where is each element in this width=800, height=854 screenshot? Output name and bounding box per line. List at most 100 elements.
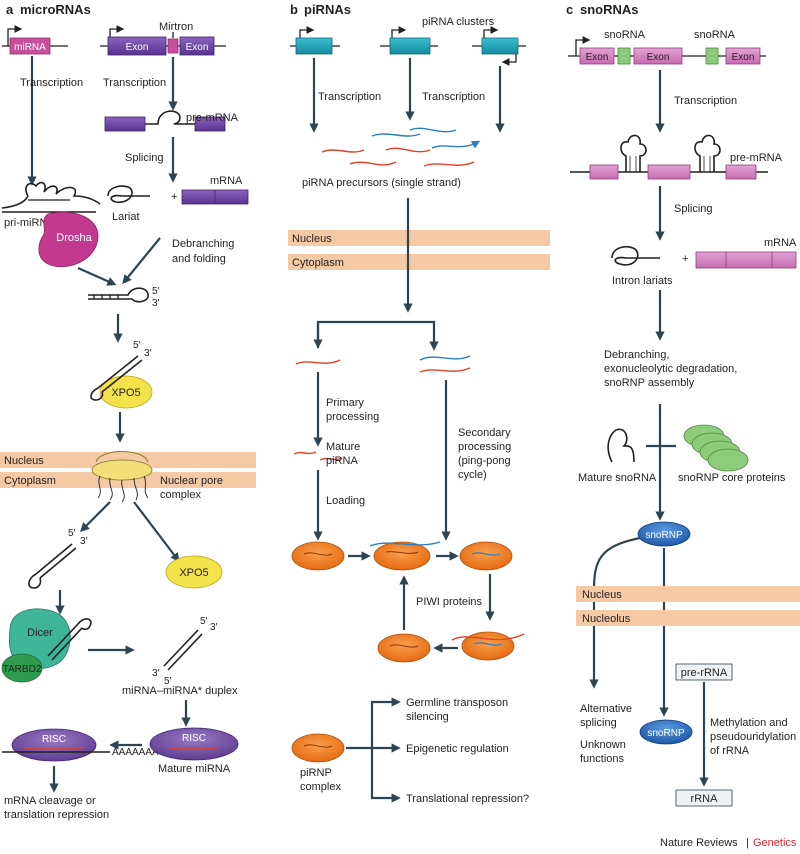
xpo5-label-2: XPO5 <box>179 567 208 579</box>
nucleus-label-b: Nucleus <box>292 233 332 245</box>
splicing-label-c: Splicing <box>674 203 713 215</box>
journal-separator: | <box>746 837 749 849</box>
three-prime-a2: 3′ <box>144 348 152 359</box>
transcription-label-a2: Transcription <box>103 77 166 89</box>
risc-target: RISC AAAAAAA <box>2 728 159 762</box>
nuclear-pore: Nuclear pore complex <box>91 451 223 503</box>
pre-mrna-a: pre-mRNA <box>104 110 239 132</box>
intron-lariats: Intron lariats + <box>611 245 688 287</box>
snornp-1: snoRNP <box>637 521 691 547</box>
pirnp-label-2: complex <box>300 781 341 793</box>
plus-a: + <box>171 191 177 203</box>
piwi-protein-3 <box>459 541 513 571</box>
debranching-label-c1: Debranching, <box>604 349 669 361</box>
debranching-label-a: Debranching <box>172 238 234 250</box>
panel-a: a microRNAs miRNA Transcription Exon Exo… <box>0 2 256 821</box>
panel-c-letter: c <box>566 2 573 17</box>
sno-exon-label-2: Exon <box>647 52 670 63</box>
lariat-label: Lariat <box>112 211 140 223</box>
duplex-label: miRNA–miRNA* duplex <box>122 685 238 697</box>
mrna-label-c: mRNA <box>764 237 797 249</box>
snornp-2: snoRNP <box>639 719 693 745</box>
dicer-label: Dicer <box>27 627 53 639</box>
piwi-protein-4 <box>451 631 525 661</box>
mrna-c: mRNA <box>695 237 797 269</box>
pre-mrna-label-c: pre-mRNA <box>730 152 783 164</box>
piwi-protein-2 <box>369 541 441 571</box>
drosha-label: Drosha <box>56 232 92 244</box>
arrow-a4 <box>77 266 117 286</box>
mature-pirna-label-1: Mature <box>326 441 360 453</box>
pre-mrna-label-a: pre-mRNA <box>186 112 239 124</box>
mature-risc: RISC Mature miRNA <box>149 727 239 775</box>
intron-lariats-label: Intron lariats <box>612 275 673 287</box>
duplex-five-bottom: 5′ <box>164 676 172 687</box>
mirtron-label: Mirtron <box>159 21 193 33</box>
piwi-protein-5 <box>377 633 431 663</box>
mature-snorna-label: Mature snoRNA <box>578 472 657 484</box>
duplex-three-top: 3′ <box>210 622 218 633</box>
polyA-label: AAAAAAA <box>112 747 159 758</box>
membrane-c: Nucleus Nucleolus <box>576 586 800 626</box>
snornp-core-proteins: snoRNP core proteins <box>678 424 786 484</box>
pirna-cluster-2 <box>380 26 438 55</box>
mirna-gene-label: miRNA <box>14 42 46 53</box>
function-label-1a: Germline transposon <box>406 697 508 709</box>
nucleus-label-a: Nucleus <box>4 455 44 467</box>
pri-mirna-label: pri-miRNA <box>4 217 55 229</box>
primary-label-1: Primary <box>326 397 364 409</box>
primary-label-2: processing <box>326 411 379 423</box>
arrow-a5 <box>122 237 161 285</box>
debranching-label-c3: snoRNP assembly <box>604 377 695 389</box>
function-label-3: Translational repression? <box>406 793 529 805</box>
panel-a-title: microRNAs <box>20 2 91 17</box>
loading-label: Loading <box>326 495 365 507</box>
mature-pirna: Mature piRNA <box>293 441 360 467</box>
mrna-a: mRNA <box>181 175 249 205</box>
secondary-label-3: (ping-pong <box>458 455 511 467</box>
three-prime-a3: 3′ <box>80 536 88 547</box>
sno-exon-label-1: Exon <box>586 52 609 63</box>
nucleus-label-c: Nucleus <box>582 589 622 601</box>
secondary-strands <box>419 355 471 373</box>
function-label-2: Epigenetic regulation <box>406 743 509 755</box>
rrna-box: rRNA <box>675 789 733 807</box>
snorna-gene-label-2: snoRNA <box>694 29 736 41</box>
mirtron-gene: Exon Exon Mirtron <box>100 21 226 56</box>
snorna-gene-label-1: snoRNA <box>604 29 646 41</box>
panel-b-title: piRNAs <box>304 2 351 17</box>
nuclear-pore-label-2: complex <box>160 489 201 501</box>
secondary-label-4: cycle) <box>458 469 487 481</box>
pri-mirna: pri-miRNA <box>1 181 101 229</box>
drosha: Drosha <box>38 211 99 268</box>
methylation-label-3: of rRNA <box>710 745 750 757</box>
primary-strands <box>295 359 341 365</box>
sno-gene: Exon Exon Exon snoRNA snoRNA <box>568 29 766 65</box>
duplex-three-bottom: 3′ <box>152 668 160 679</box>
plus-c: + <box>682 253 688 265</box>
five-prime-a2: 5′ <box>133 340 141 351</box>
risc-label-2: RISC <box>182 733 206 744</box>
pirna-cluster-3 <box>472 26 526 66</box>
journal-section: Genetics <box>753 837 797 849</box>
unknown-label-2: functions <box>580 753 625 765</box>
transcription-label-b1: Transcription <box>318 91 381 103</box>
dicer-complex: Dicer TARBD2 <box>1 608 92 683</box>
cytoplasm-label-a: Cytoplasm <box>4 475 56 487</box>
panel-b-letter: b <box>290 2 298 17</box>
journal-credit: Nature Reviews | Genetics <box>660 837 797 849</box>
xpo5-complex: XPO5 5′ 3′ <box>90 340 153 409</box>
panel-c-title: snoRNAs <box>580 2 639 17</box>
pirna-precursors <box>321 127 481 167</box>
panel-c: c snoRNAs Exon Exon Exon snoRNA snoRNA T… <box>566 2 800 807</box>
duplex-five-top: 5′ <box>200 616 208 627</box>
sno-exon-label-3: Exon <box>732 52 755 63</box>
transcription-label-b2: Transcription <box>422 91 485 103</box>
cytoplasm-label-b: Cytoplasm <box>292 257 344 269</box>
nucleolus-label: Nucleolus <box>582 613 631 625</box>
arrow-b14 <box>346 697 401 750</box>
function-label-1b: silencing <box>406 711 449 723</box>
panel-b: b piRNAs piRNA clusters Transcription Tr… <box>288 2 550 805</box>
mirna-gene: miRNA <box>2 25 68 55</box>
